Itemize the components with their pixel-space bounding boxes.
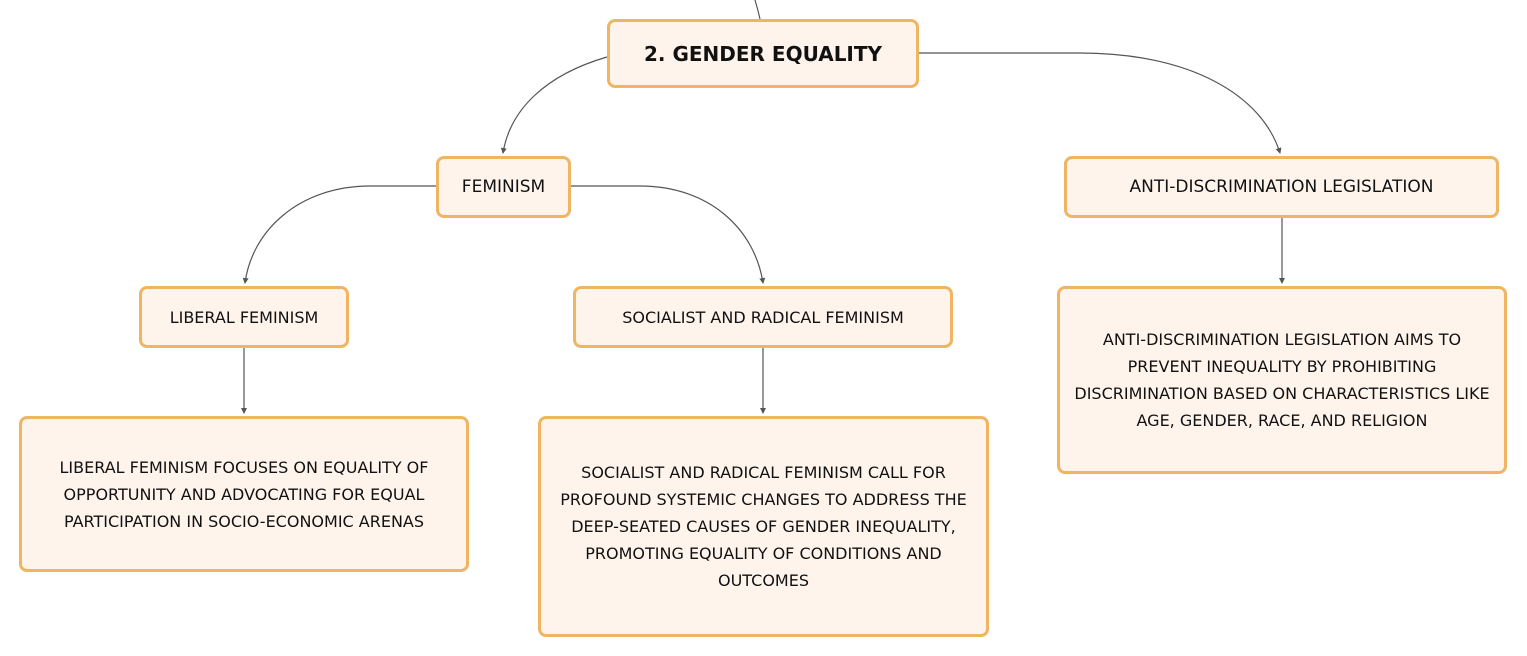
node-socialist-radical-feminism-label: SOCIALIST AND RADICAL FEMINISM <box>622 307 904 327</box>
connector-root-to-anti-discrimination <box>919 52 1282 154</box>
node-anti-discrimination-legislation[interactable]: ANTI-DISCRIMINATION LEGISLATION <box>1064 156 1499 218</box>
node-feminism-label: FEMINISM <box>461 177 546 197</box>
socialist-radical-feminism-description-text: SOCIALIST AND RADICAL FEMINISM CALL FOR … <box>560 463 967 590</box>
node-gender-equality-label: 2. GENDER EQUALITY <box>644 41 882 66</box>
connector-root-to-feminism <box>500 56 608 154</box>
anti-discrimination-description-text: ANTI-DISCRIMINATION LEGISLATION AIMS TO … <box>1074 330 1490 430</box>
node-socialist-radical-feminism[interactable]: SOCIALIST AND RADICAL FEMINISM <box>573 286 953 348</box>
node-liberal-feminism[interactable]: LIBERAL FEMINISM <box>139 286 349 348</box>
node-socialist-radical-feminism-description[interactable]: SOCIALIST AND RADICAL FEMINISM CALL FOR … <box>538 416 989 637</box>
node-anti-discrimination-label: ANTI-DISCRIMINATION LEGISLATION <box>1129 177 1434 197</box>
node-liberal-feminism-label: LIBERAL FEMINISM <box>169 307 319 327</box>
connector-feminism-to-socialist <box>571 185 766 284</box>
node-liberal-feminism-description[interactable]: LIBERAL FEMINISM FOCUSES ON EQUALITY OF … <box>19 416 469 572</box>
node-gender-equality[interactable]: 2. GENDER EQUALITY <box>607 19 919 88</box>
node-anti-discrimination-description[interactable]: ANTI-DISCRIMINATION LEGISLATION AIMS TO … <box>1057 286 1507 474</box>
liberal-feminism-description-text: LIBERAL FEMINISM FOCUSES ON EQUALITY OF … <box>59 457 429 531</box>
connector-feminism-to-liberal <box>242 185 436 284</box>
node-feminism[interactable]: FEMINISM <box>436 156 571 218</box>
connector-parent-to-root <box>754 0 761 20</box>
